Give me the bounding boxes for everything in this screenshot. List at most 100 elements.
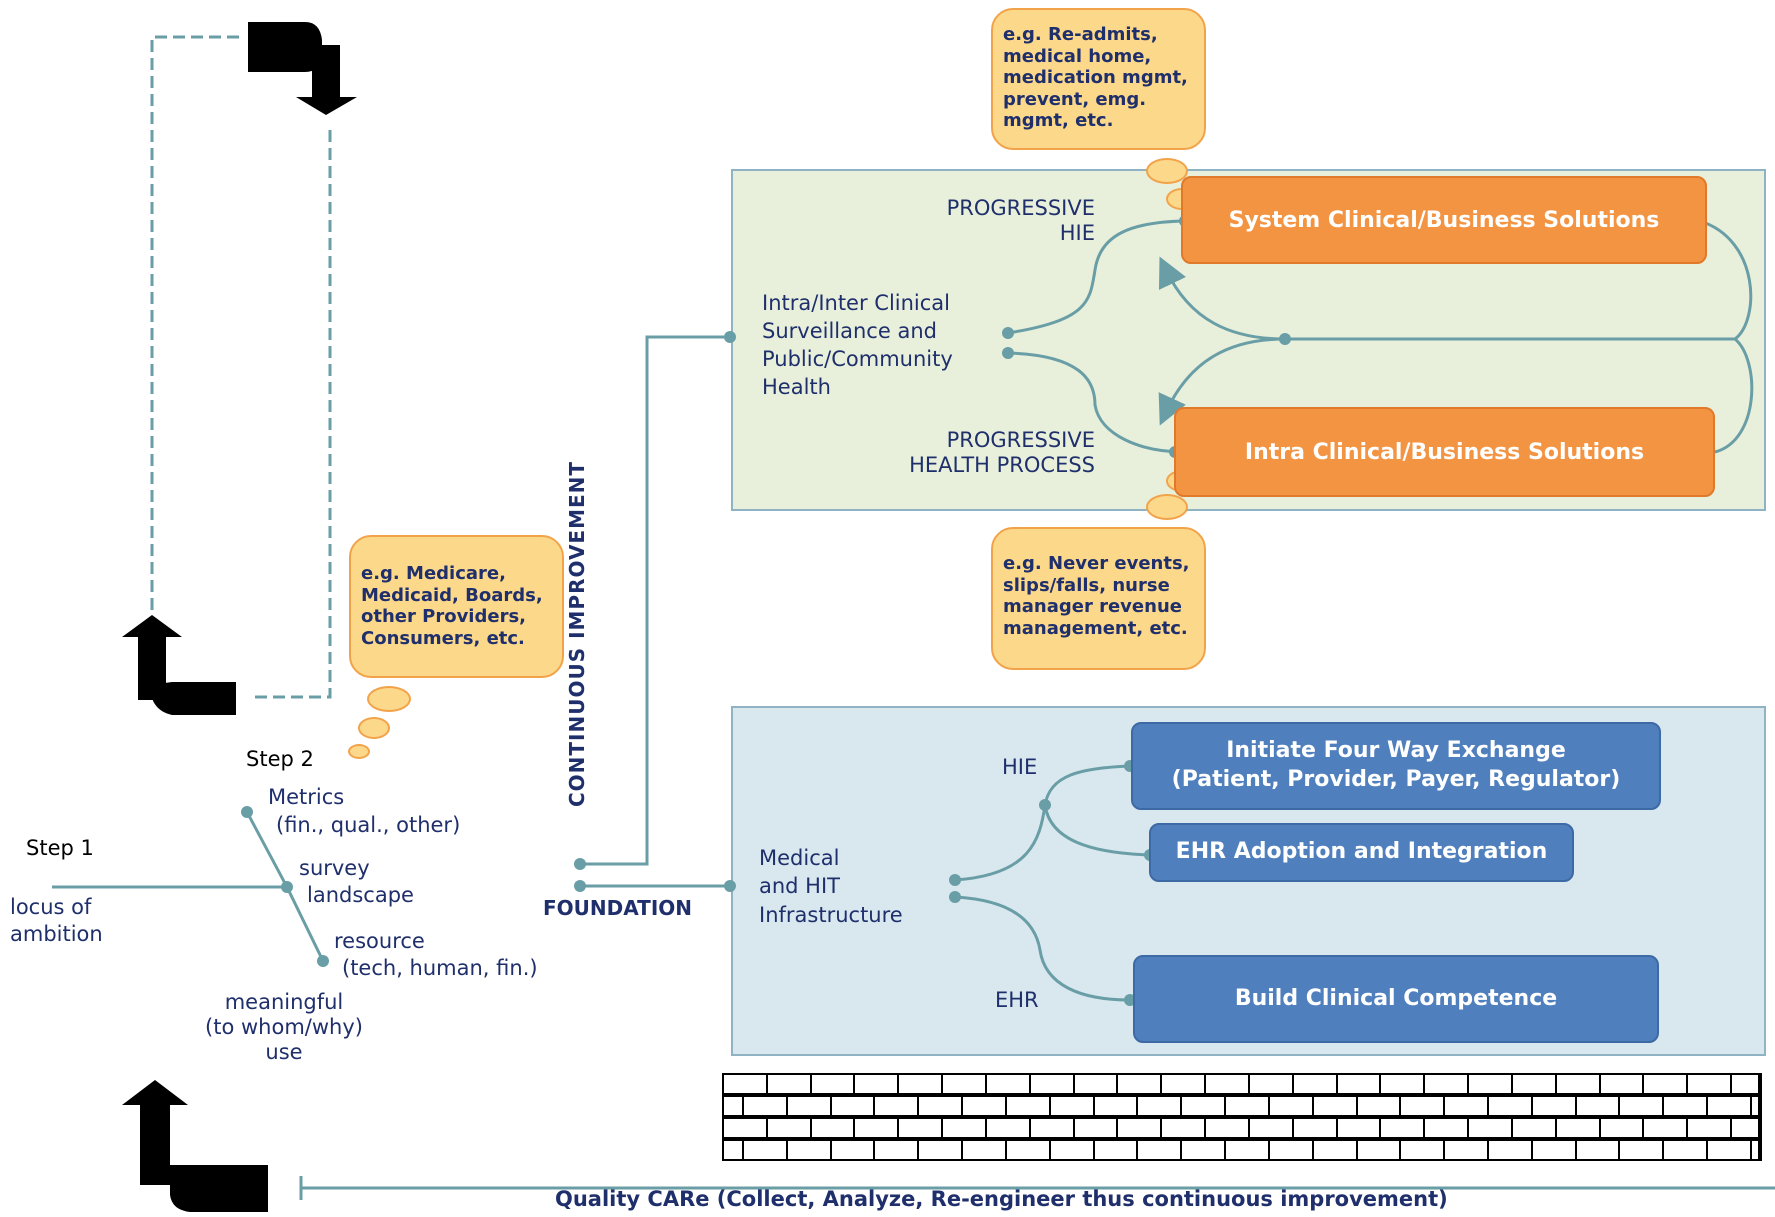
brick <box>919 1097 964 1115</box>
brick <box>1075 1119 1119 1137</box>
brick-row <box>722 1095 1762 1117</box>
infrastructure-label: Medical and HIT Infrastructure <box>759 844 903 929</box>
bubble-left-line: e.g. Medicare, <box>361 563 506 584</box>
brick <box>1425 1075 1470 1093</box>
brick <box>1270 1097 1314 1115</box>
resource-line: (tech, human, fin.) <box>342 956 538 981</box>
brick <box>1007 1097 1051 1115</box>
surveillance-line: Intra/Inter Clinical <box>762 291 951 315</box>
brick <box>1732 1119 1760 1137</box>
brick <box>1513 1075 1557 1093</box>
brick <box>1206 1119 1250 1137</box>
brick <box>987 1119 1031 1137</box>
dashed-loop-left <box>150 35 240 682</box>
brick <box>1007 1141 1051 1159</box>
exchange-box-line: Initiate Four Way Exchange <box>1226 738 1566 764</box>
survey-line: landscape <box>307 883 414 908</box>
brick <box>1644 1075 1689 1093</box>
brick <box>1577 1141 1621 1159</box>
meaningful-line: use <box>265 1040 303 1065</box>
brick <box>788 1097 832 1115</box>
bubble-left-line: Consumers, etc. <box>361 627 525 649</box>
survey-label: survey landscape <box>299 855 414 910</box>
progressive-health-line: PROGRESSIVE <box>946 428 1095 452</box>
bubble-top-line: prevent, emg. <box>1003 88 1147 110</box>
brick <box>1338 1075 1382 1093</box>
brick <box>1381 1119 1426 1137</box>
resource-line: resource <box>334 929 425 953</box>
bubble-bottom-line: e.g. Never events, <box>1003 553 1190 574</box>
surveillance-line: Public/Community <box>762 346 953 371</box>
progressive-hie-label: PROGRESSIVE HIE <box>947 196 1095 246</box>
brick <box>768 1075 812 1093</box>
brick <box>1381 1075 1426 1093</box>
surveillance-line: Surveillance and <box>762 318 937 343</box>
brick <box>1620 1141 1665 1159</box>
brick <box>1644 1119 1689 1137</box>
brick <box>1664 1097 1709 1115</box>
bubble-left-line: Medicaid, Boards, <box>361 584 543 606</box>
exchange-box: Initiate Four Way Exchange (Patient, Pro… <box>1131 722 1661 810</box>
brick <box>899 1119 944 1137</box>
brick <box>1620 1097 1665 1115</box>
step2-label: Step 2 <box>246 747 314 771</box>
bubble-top-line: e.g. Re-admits, <box>1003 24 1158 45</box>
brick <box>1138 1141 1183 1159</box>
brick <box>1270 1141 1314 1159</box>
brick <box>1138 1097 1183 1115</box>
brick-row <box>722 1139 1762 1161</box>
brick <box>744 1141 788 1159</box>
brick <box>1095 1141 1139 1159</box>
ehr-adoption-label: EHR Adoption and Integration <box>1175 839 1548 865</box>
brick <box>899 1075 944 1093</box>
bubble-left-puff <box>348 744 370 759</box>
progressive-hie-line: HIE <box>1059 221 1095 246</box>
brick <box>1401 1141 1446 1159</box>
meaningful-use-label: meaningful (to whom/why) use <box>186 990 382 1066</box>
brick <box>1294 1075 1338 1093</box>
infrastructure-line: Medical <box>759 846 840 870</box>
locus-line: locus of <box>10 895 92 919</box>
bubble-top-line: medication mgmt, <box>1003 67 1188 89</box>
step1-label: Step 1 <box>26 836 94 860</box>
brick <box>812 1119 856 1137</box>
brick <box>1226 1141 1270 1159</box>
brick <box>1489 1141 1533 1159</box>
ehr-adoption-box: EHR Adoption and Integration <box>1149 823 1574 882</box>
surveillance-label: Intra/Inter Clinical Surveillance and Pu… <box>762 290 953 402</box>
brick <box>1314 1141 1358 1159</box>
brick <box>724 1141 744 1159</box>
brick <box>1051 1097 1095 1115</box>
brick <box>1182 1141 1227 1159</box>
brick <box>855 1075 900 1093</box>
brick <box>987 1075 1031 1093</box>
brick <box>1752 1141 1760 1159</box>
footer-caption: Quality CARe (Collect, Analyze, Re-engin… <box>555 1187 1448 1211</box>
metrics-line: (fin., qual., other) <box>276 813 461 838</box>
brick <box>1206 1075 1250 1093</box>
brick <box>788 1141 832 1159</box>
locus-label: locus of ambition <box>10 894 103 949</box>
brick <box>1294 1119 1338 1137</box>
clinical-competence-box: Build Clinical Competence <box>1133 955 1659 1043</box>
locus-line: ambition <box>10 922 103 947</box>
brick <box>1445 1097 1489 1115</box>
brick <box>1358 1097 1402 1115</box>
brick <box>1051 1141 1095 1159</box>
brick <box>1708 1141 1752 1159</box>
brick <box>1688 1075 1733 1093</box>
brick <box>1162 1119 1207 1137</box>
exchange-box-line: (Patient, Provider, Payer, Regulator) <box>1171 767 1621 792</box>
brick <box>1489 1097 1533 1115</box>
bubble-top-line: mgmt, etc. <box>1003 110 1114 132</box>
metrics-label: Metrics (fin., qual., other) <box>268 783 460 840</box>
brick <box>1752 1097 1760 1115</box>
progressive-health-line: HEALTH PROCESS <box>909 453 1095 478</box>
metrics-line: Metrics <box>268 785 345 809</box>
bubble-bottom-line: slips/falls, nurse <box>1003 574 1170 596</box>
brick <box>812 1075 856 1093</box>
hie-label: HIE <box>1002 755 1038 779</box>
brick <box>855 1119 900 1137</box>
